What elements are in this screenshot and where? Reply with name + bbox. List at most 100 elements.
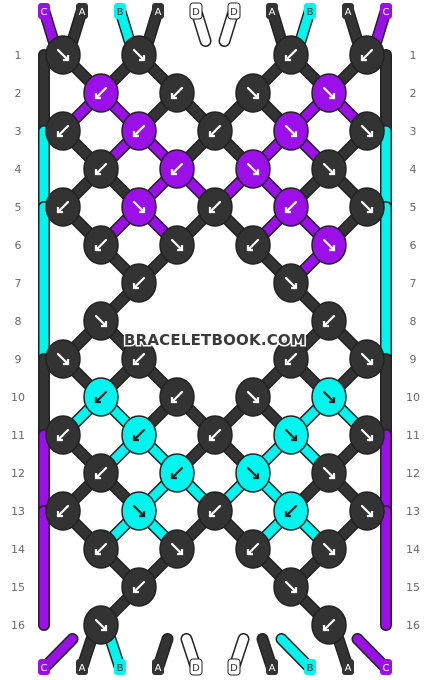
row-number-right: 16 [406,619,420,632]
strand-label-top: C [41,7,48,18]
knot [45,415,81,455]
strand-label-bottom-swatch [227,658,241,676]
knot [159,453,195,493]
arrow-head-icon [329,245,336,252]
arrow-icon [94,390,108,404]
knot [159,149,195,189]
arrow-icon [56,48,70,62]
knot [45,187,81,227]
knot [311,149,347,189]
arrow-icon [132,428,146,442]
row-number-right: 3 [410,125,417,138]
row-number-left: 15 [11,581,25,594]
arrow-head-icon [367,207,374,214]
knot [311,453,347,493]
arrow-icon [208,428,222,442]
knot [159,529,195,569]
arrow-icon [132,504,146,518]
knot [311,73,347,113]
arrow-head-icon [208,511,215,518]
arrow-head-icon [329,397,336,404]
row-number-right: 14 [406,543,420,556]
strand-label-top: A [79,7,86,18]
arrow-icon [322,238,336,252]
row-number-right: 10 [406,391,420,404]
row-number-left: 1 [15,49,22,62]
arrow-head-icon [291,283,298,290]
arrow-head-icon [177,245,184,252]
arrow-head-icon [101,625,108,632]
knot [45,35,81,75]
arrow-icon [132,200,146,214]
arrow-head-icon [94,169,101,176]
knot [121,35,157,75]
knot [83,605,119,645]
arrow-head-icon [94,245,101,252]
row-number-left: 10 [11,391,25,404]
arrow-icon [360,48,374,62]
arrow-head-icon [322,625,329,632]
row-number-right: 15 [406,581,420,594]
knot [273,339,309,379]
arrow-icon [94,466,108,480]
strand-label-top-swatch [266,3,278,19]
knot [273,187,309,227]
arrow-icon [132,352,146,366]
arrow-head-icon [208,435,215,442]
arrow-head-icon [177,549,184,556]
arrow-icon [246,542,260,556]
knot [121,415,157,455]
arrow-icon [170,390,184,404]
arrow-head-icon [94,549,101,556]
strand-label-bottom: C [383,663,390,674]
arrow-icon [132,276,146,290]
arrow-icon [360,352,374,366]
arrow-icon [56,200,70,214]
knot [235,149,271,189]
arrow-icon [246,162,260,176]
knot [83,453,119,493]
arrow-head-icon [170,93,177,100]
knot [311,225,347,265]
arrow-head-icon [132,283,139,290]
arrow-icon [170,466,184,480]
row-number-right: 5 [410,201,417,214]
arrow-head-icon [253,169,260,176]
arrow-icon [322,466,336,480]
strand-label-top: C [383,7,390,18]
arrow-head-icon [329,93,336,100]
arrow-head-icon [170,169,177,176]
arrow-head-icon [101,321,108,328]
row-number-right: 9 [410,353,417,366]
knot [273,35,309,75]
arrow-icon [94,314,108,328]
arrow-icon [208,124,222,138]
arrow-head-icon [208,207,215,214]
strand-label-top: A [345,7,352,18]
arrow-icon [284,276,298,290]
arrow-head-icon [329,473,336,480]
arrow-head-icon [253,93,260,100]
arrow-head-icon [132,359,139,366]
arrow-head-icon [329,549,336,556]
knot [235,73,271,113]
knot [45,111,81,151]
arrow-head-icon [360,55,367,62]
knot [45,339,81,379]
row-number-right: 6 [410,239,417,252]
arrow-head-icon [253,397,260,404]
strand-label-top-swatch [189,2,203,20]
knot [159,73,195,113]
arrow-head-icon [63,55,70,62]
knot [83,149,119,189]
arrow-head-icon [132,435,139,442]
strand-label-bottom-swatch [114,659,126,675]
arrow-icon [56,124,70,138]
strand-label-bottom-swatch [342,659,354,675]
arrow-icon [94,542,108,556]
arrow-icon [56,352,70,366]
arrow-icon [94,86,108,100]
arrow-icon [284,124,298,138]
strand-label-top-swatch [304,3,316,19]
